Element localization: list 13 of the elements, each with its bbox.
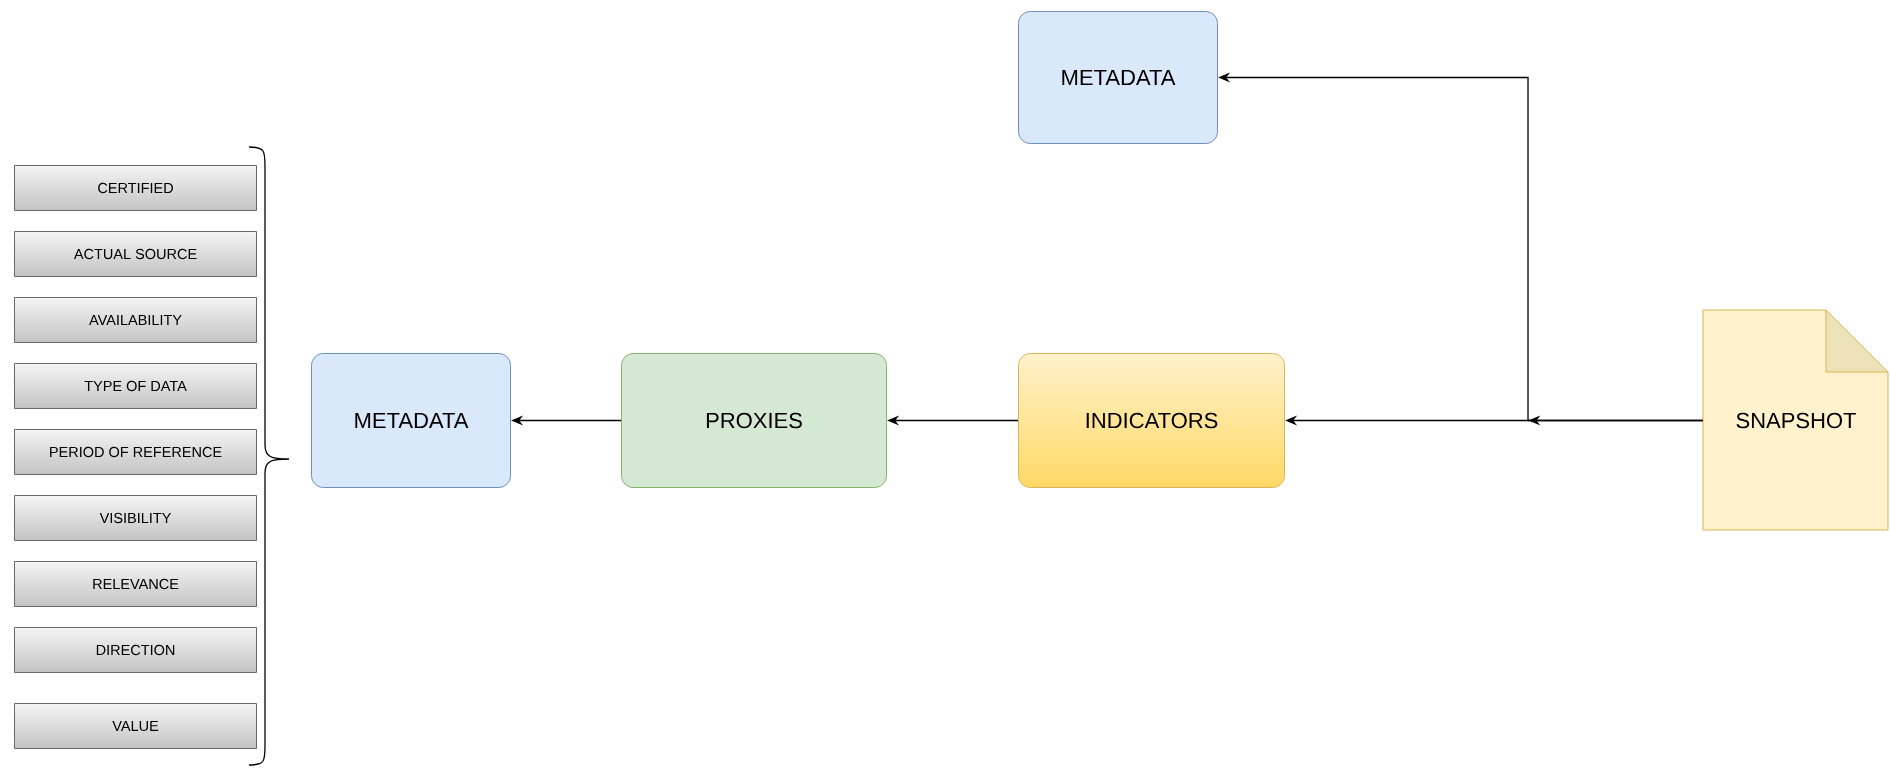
attribute-box: PERIOD OF REFERENCE: [14, 429, 257, 475]
attribute-box: ACTUAL SOURCE: [14, 231, 257, 277]
process-box: METADATA: [1018, 11, 1218, 144]
process-box: INDICATORS: [1018, 353, 1285, 488]
attribute-box: VALUE: [14, 703, 257, 749]
attribute-box: TYPE OF DATA: [14, 363, 257, 409]
attribute-box: CERTIFIED: [14, 165, 257, 211]
process-box: METADATA: [311, 353, 511, 488]
attribute-box: RELEVANCE: [14, 561, 257, 607]
process-box: PROXIES: [621, 353, 887, 488]
attribute-box: DIRECTION: [14, 627, 257, 673]
attribute-box: AVAILABILITY: [14, 297, 257, 343]
attribute-box: VISIBILITY: [14, 495, 257, 541]
